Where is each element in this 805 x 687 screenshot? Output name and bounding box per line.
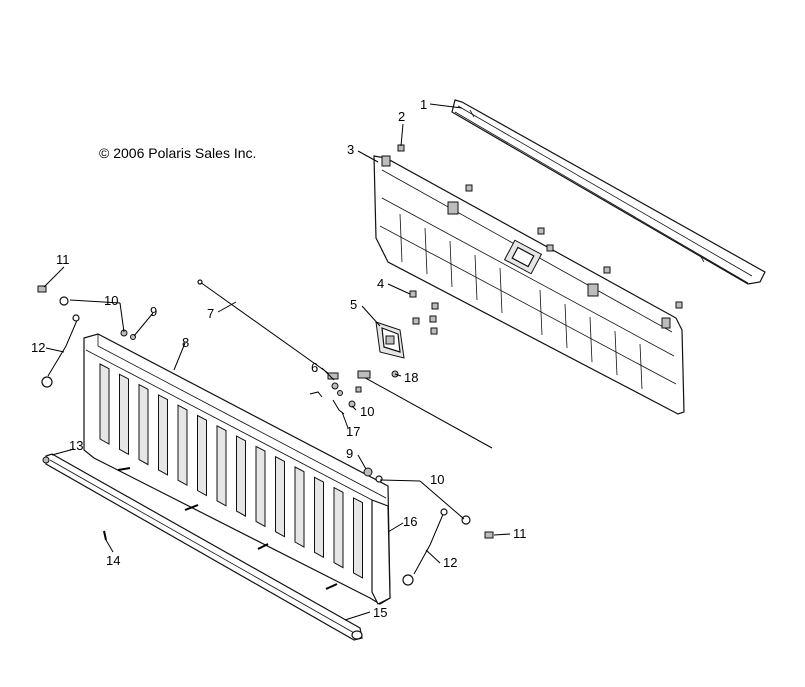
outer-panel-rib — [177, 404, 188, 487]
part-1-top-cap — [451, 99, 766, 285]
callout-9b: 9 — [346, 446, 353, 461]
callout-3: 3 — [347, 142, 354, 157]
callout-7: 7 — [207, 306, 214, 321]
callout-15: 15 — [373, 605, 387, 620]
callout-9a: 9 — [150, 304, 157, 319]
part-15-bottom-rail — [42, 453, 363, 641]
callout-17: 17 — [346, 424, 360, 439]
outer-panel-rib — [353, 497, 363, 579]
right-hardware-cluster — [363, 467, 494, 586]
callout-1: 1 — [420, 97, 427, 112]
outer-panel-rib — [333, 486, 344, 569]
outer-panel-rib — [197, 414, 207, 497]
outer-panel-rib — [294, 466, 305, 548]
part-16-end-cap — [371, 499, 391, 605]
outer-panel-rib — [216, 424, 227, 507]
callout-16: 16 — [403, 514, 417, 529]
outer-panel-rib — [314, 476, 324, 559]
part-2-screws — [397, 144, 683, 309]
callout-12b: 12 — [443, 555, 457, 570]
part-3-inner-panel — [373, 155, 685, 415]
callout-14: 14 — [106, 553, 120, 568]
outer-panel-rib — [99, 363, 110, 445]
callout-11a: 11 — [56, 252, 70, 267]
outer-panel-rib — [255, 445, 266, 528]
outer-panel-rib — [138, 383, 149, 466]
part-18-rod — [357, 370, 493, 449]
callout-13: 13 — [69, 438, 83, 453]
outer-panel-rib — [158, 394, 168, 476]
outer-panel-rib — [119, 373, 129, 456]
callout-labels: 1 2 3 4 5 6 7 8 9 9 10 10 10 11 11 12 12… — [31, 97, 527, 620]
outer-panel-rib — [236, 435, 246, 517]
outer-panel-ribs — [99, 363, 363, 579]
callout-10b: 10 — [360, 404, 374, 419]
part-14-bolts — [103, 467, 338, 590]
callout-10c: 10 — [430, 472, 444, 487]
callout-10a: 10 — [104, 293, 118, 308]
callout-8: 8 — [182, 335, 189, 350]
parts-6-17-hardware — [309, 382, 362, 415]
part-8-outer-panel — [83, 333, 391, 605]
callout-2: 2 — [398, 109, 405, 124]
callout-6: 6 — [311, 360, 318, 375]
part-4-screws — [409, 290, 439, 335]
outer-panel-rib — [275, 455, 285, 538]
callout-4: 4 — [377, 276, 384, 291]
callout-12a: 12 — [31, 340, 45, 355]
callout-5: 5 — [350, 297, 357, 312]
callout-11b: 11 — [513, 526, 527, 541]
copyright-notice: © 2006 Polaris Sales Inc. — [99, 145, 257, 161]
callout-18: 18 — [404, 370, 418, 385]
callout-leaders — [43, 103, 511, 621]
left-hardware-cluster — [37, 285, 136, 388]
part-7-rod — [197, 279, 339, 380]
part-5-latch-handle — [375, 321, 405, 359]
